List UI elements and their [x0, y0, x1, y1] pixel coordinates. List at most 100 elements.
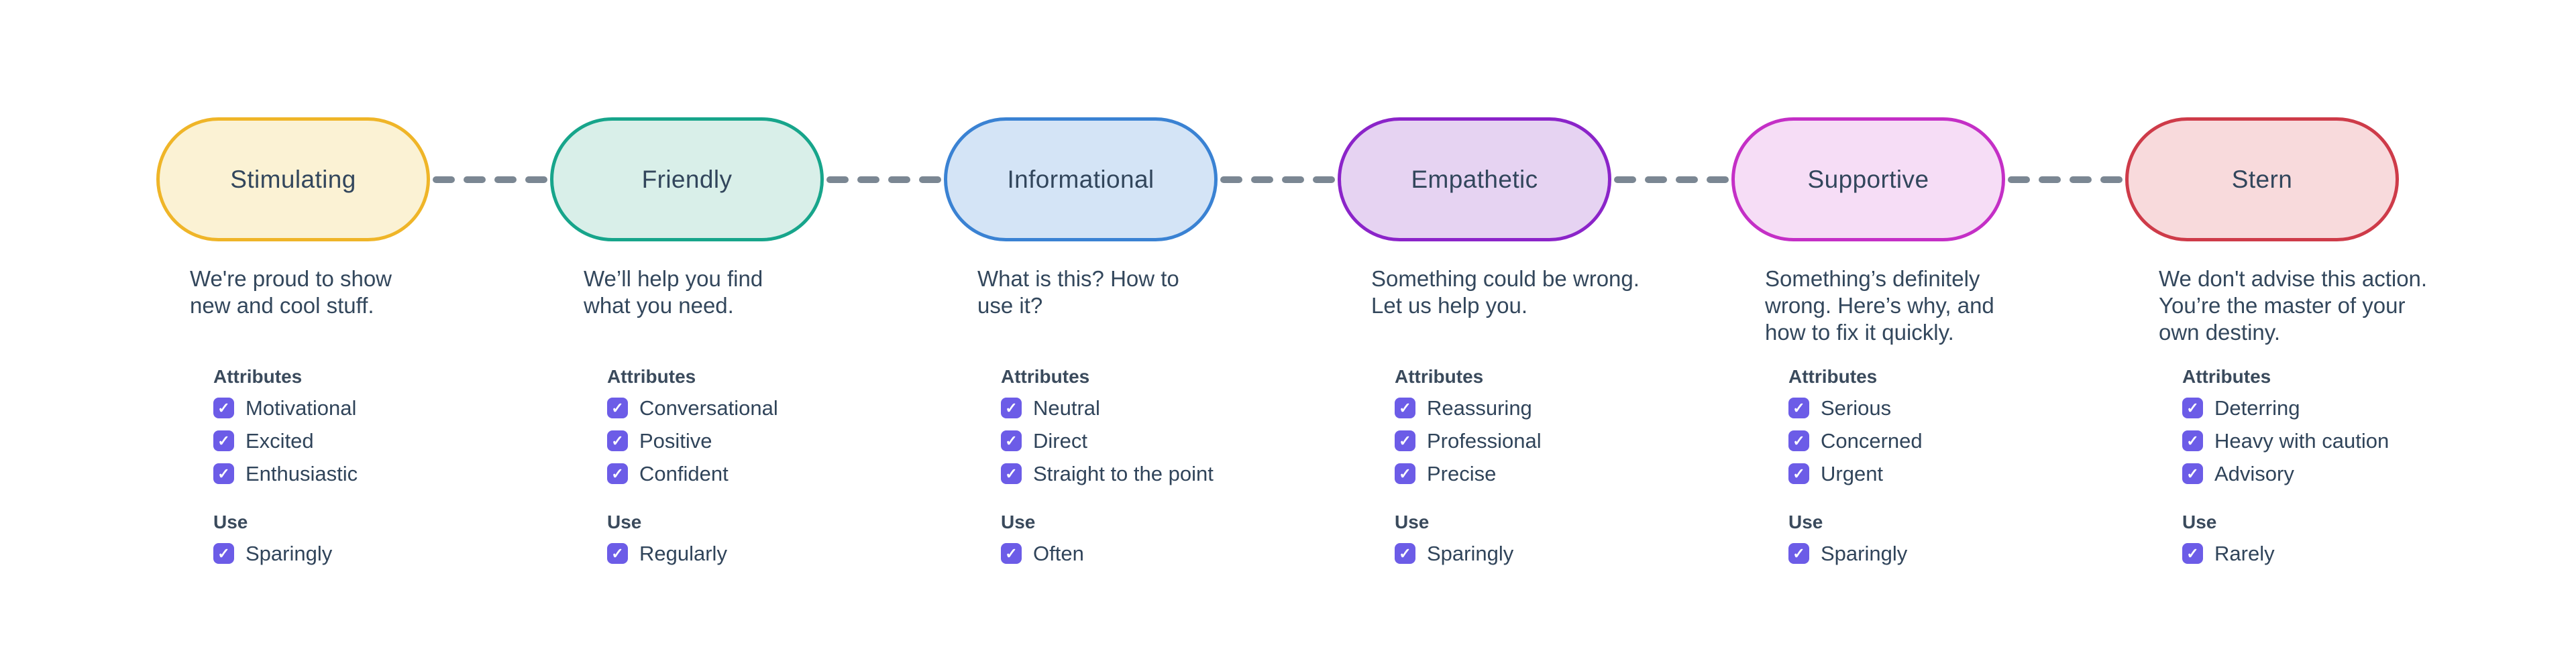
pill-stimulating: Stimulating — [156, 117, 430, 241]
pill-informational: Informational — [944, 117, 1218, 241]
checkbox-checked[interactable] — [1788, 543, 1809, 564]
checkbox-checked[interactable] — [2182, 543, 2203, 564]
pill-label: Informational — [1007, 165, 1155, 193]
attributes-section: Attributes Serious Concerned Urgent — [1731, 365, 2125, 485]
attributes-section: Attributes Neutral Direct Straight to th… — [944, 365, 1338, 485]
connector-dash-line — [1611, 176, 1731, 183]
column-stimulating: Stimulating We're proud to show new and … — [156, 117, 550, 565]
checkbox-checked[interactable] — [1001, 463, 1022, 484]
checkbox-checked[interactable] — [1001, 430, 1022, 451]
attribute-item: Confident — [607, 462, 944, 485]
use-section: Use Sparingly — [1731, 511, 2125, 565]
pill-label: Friendly — [641, 165, 733, 193]
attribute-item: Enthusiastic — [213, 462, 550, 485]
checkbox-checked[interactable] — [2182, 463, 2203, 484]
dash — [1220, 176, 1242, 183]
attribute-label: Conversational — [639, 396, 778, 420]
dash — [2100, 176, 2123, 183]
attributes-section: Attributes Deterring Heavy with caution … — [2125, 365, 2519, 485]
attributes-section: Attributes Reassuring Professional Preci… — [1338, 365, 1731, 485]
pill-empathetic: Empathetic — [1338, 117, 1611, 241]
checkbox-checked[interactable] — [1001, 543, 1022, 564]
pill-supportive: Supportive — [1731, 117, 2005, 241]
tone-description: Something could be wrong. Let us help yo… — [1371, 266, 1640, 318]
attribute-item: Urgent — [1788, 461, 2125, 485]
dash — [2070, 176, 2092, 183]
checkbox-checked[interactable] — [213, 430, 234, 451]
attribute-label: Concerned — [1821, 428, 1923, 453]
attribute-label: Urgent — [1821, 461, 1884, 485]
use-label: Sparingly — [246, 541, 333, 565]
use-item: Often — [1001, 542, 1338, 565]
attribute-item: Excited — [213, 428, 550, 453]
checkbox-checked[interactable] — [607, 430, 628, 451]
use-item: Regularly — [607, 542, 944, 565]
dash — [1614, 176, 1636, 183]
use-heading: Use — [1001, 512, 1036, 532]
connector-dash-line — [2005, 176, 2125, 183]
attribute-label: Motivational — [246, 396, 357, 420]
column-empathetic: Empathetic Something could be wrong. Let… — [1338, 117, 1731, 565]
attribute-label: Reassuring — [1427, 396, 1532, 420]
checkbox-checked[interactable] — [1395, 398, 1415, 418]
dash — [2039, 176, 2061, 183]
checkbox-checked[interactable] — [1395, 430, 1415, 451]
column-stern: Stern We don't advise this action. You’r… — [2125, 117, 2519, 565]
attribute-item: Neutral — [1001, 396, 1338, 420]
dash — [494, 176, 517, 183]
checkbox-checked[interactable] — [2182, 430, 2203, 451]
pill-friendly: Friendly — [550, 117, 824, 241]
attribute-label: Excited — [246, 428, 314, 453]
attributes-heading: Attributes — [2182, 366, 2271, 387]
use-label: Sparingly — [1427, 541, 1514, 565]
attribute-label: Positive — [639, 428, 712, 453]
use-label: Sparingly — [1821, 541, 1908, 565]
attribute-item: Concerned — [1788, 428, 2125, 453]
dash — [525, 176, 547, 183]
pill-label: Supportive — [1807, 165, 1929, 193]
checkbox-checked[interactable] — [1395, 463, 1415, 484]
attribute-label: Professional — [1427, 428, 1542, 453]
dash — [857, 176, 879, 183]
checkbox-checked[interactable] — [213, 543, 234, 564]
checkbox-checked[interactable] — [607, 543, 628, 564]
attribute-item: Direct — [1001, 429, 1338, 453]
checkbox-checked[interactable] — [607, 463, 628, 484]
checkbox-checked[interactable] — [1788, 398, 1809, 418]
checkbox-checked[interactable] — [607, 398, 628, 418]
checkbox-checked[interactable] — [213, 463, 234, 484]
tone-description: What is this? How to use it? — [977, 266, 1179, 318]
checkbox-checked[interactable] — [2182, 398, 2203, 418]
dash — [464, 176, 486, 183]
checkbox-checked[interactable] — [1001, 398, 1022, 418]
use-item: Sparingly — [213, 541, 550, 565]
dash — [1251, 176, 1273, 183]
tone-description: We're proud to show new and cool stuff. — [190, 266, 392, 318]
checkbox-checked[interactable] — [1788, 463, 1809, 484]
checkbox-checked[interactable] — [213, 398, 234, 418]
attribute-label: Serious — [1821, 396, 1892, 420]
dash — [2008, 176, 2030, 183]
dash — [1707, 176, 1729, 183]
pill-stern: Stern — [2125, 117, 2399, 241]
tone-spectrum-diagram: Stimulating We're proud to show new and … — [0, 0, 2576, 564]
attributes-section: Attributes Motivational Excited Enthusia… — [156, 365, 550, 485]
use-heading: Use — [1395, 512, 1430, 532]
dash — [888, 176, 910, 183]
use-item: Sparingly — [1395, 541, 1731, 565]
attribute-item: Precise — [1395, 462, 1731, 485]
use-section: Use Often — [944, 511, 1338, 565]
tone-description: We’ll help you find what you need. — [584, 266, 763, 318]
attribute-label: Heavy with caution — [2214, 428, 2390, 453]
use-heading: Use — [2182, 512, 2217, 532]
attribute-label: Advisory — [2214, 461, 2294, 485]
attributes-section: Attributes Conversational Positive Confi… — [550, 365, 944, 485]
checkbox-checked[interactable] — [1395, 543, 1415, 564]
use-heading: Use — [213, 512, 248, 532]
checkbox-checked[interactable] — [1788, 430, 1809, 451]
column-friendly: Friendly We’ll help you find what you ne… — [550, 117, 944, 565]
use-label: Rarely — [2214, 541, 2275, 565]
dash — [433, 176, 455, 183]
attributes-heading: Attributes — [1788, 366, 1878, 387]
use-item: Sparingly — [1788, 541, 2125, 565]
